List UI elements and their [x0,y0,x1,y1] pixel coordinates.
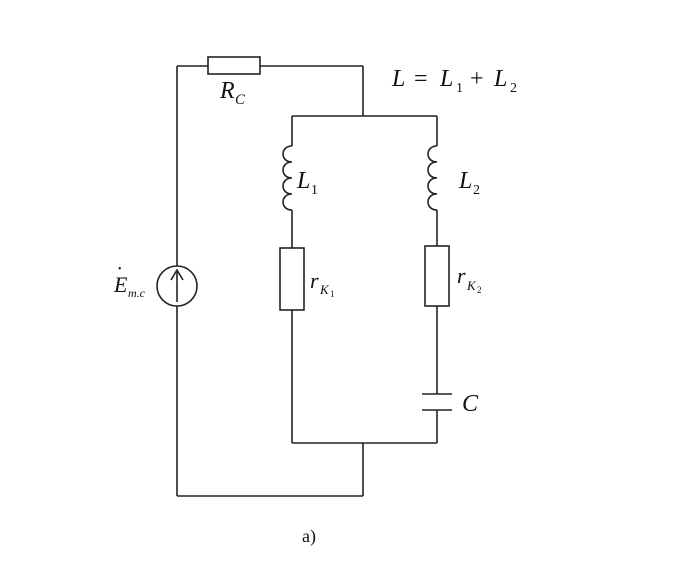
label-source-main: E [113,272,128,297]
figure-caption: a) [302,526,316,547]
label-rk2-subsub: 2 [477,285,482,295]
label-rc-sub: C [235,92,246,108]
resistor-rk2 [424,245,450,307]
label-rk1-sub: K [319,282,330,297]
inductor-l2 [427,145,438,211]
label-l1: L 1 [296,168,318,198]
label-source-dot: • [118,264,122,275]
resistor-rc [207,56,261,75]
label-source: • E m.c [113,264,146,300]
formula-plus: + [470,66,484,92]
source-arrow-head [170,268,184,281]
label-l2-sub: 2 [473,183,480,198]
label-l1-sub: 1 [311,183,318,198]
label-l2-main: L [458,168,472,194]
label-rk2-sub: K [466,278,477,293]
label-rc-main: R [219,78,235,104]
formula-eq: = [414,66,428,92]
formula-term2: L [493,66,507,92]
formula-term2-sub: 2 [510,81,517,96]
inductor-l1 [282,145,293,211]
formula-lhs: L [391,66,405,92]
label-rk2: r K 2 [457,263,482,295]
label-rk2-main: r [457,263,466,288]
label-l2: L 2 [458,168,480,198]
label-source-sub: m.c [128,286,146,300]
capacitor-c [422,393,452,411]
label-rk1: r K 1 [310,268,335,299]
label-rc: R C [219,78,246,108]
formula-term1: L [439,66,453,92]
formula: L = L 1 + L 2 [391,66,517,96]
label-rk1-subsub: 1 [330,289,335,299]
resistor-rk1 [279,247,305,311]
voltage-source [156,265,198,307]
label-l1-main: L [296,168,310,194]
label-c: C [462,391,479,417]
label-rk1-main: r [310,268,319,293]
formula-term1-sub: 1 [456,81,463,96]
wires [176,65,438,497]
